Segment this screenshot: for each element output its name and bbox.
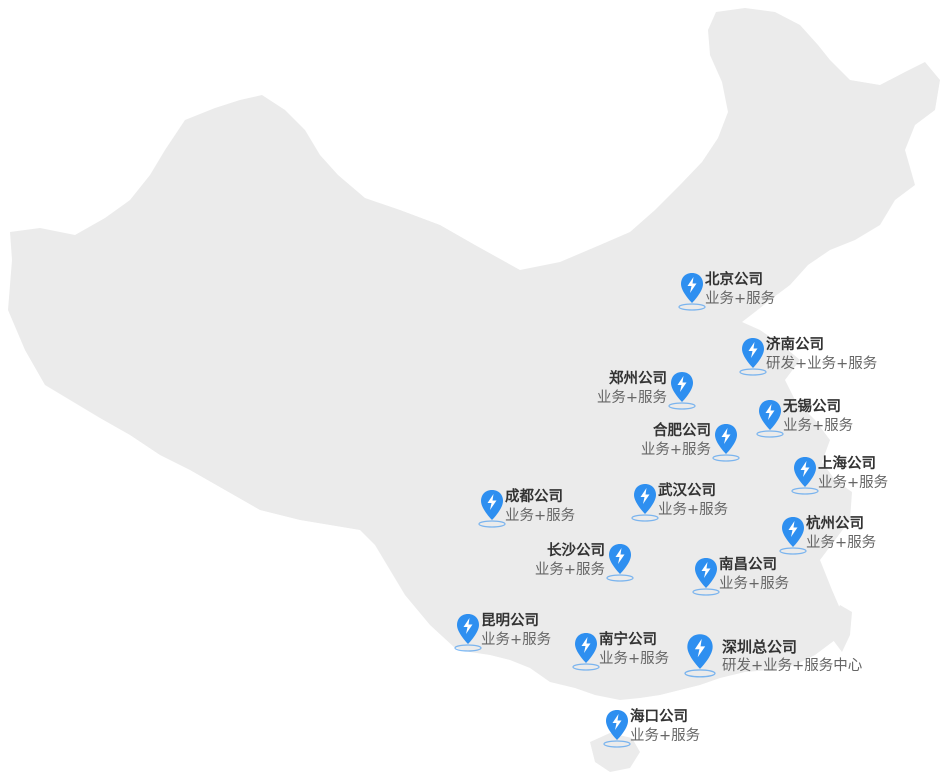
office-services: 业务+服务 bbox=[658, 502, 729, 518]
office-name: 昆明公司 bbox=[481, 613, 539, 629]
office-services: 业务+服务 bbox=[806, 535, 877, 551]
office-name: 杭州公司 bbox=[806, 516, 864, 532]
location-pin-icon bbox=[667, 370, 697, 410]
office-services: 研发+业务+服务中心 bbox=[722, 658, 863, 674]
location-pin-icon bbox=[711, 422, 741, 462]
office-name: 武汉公司 bbox=[658, 483, 716, 499]
office-name: 海口公司 bbox=[630, 709, 688, 725]
office-name: 深圳总公司 bbox=[722, 638, 798, 656]
location-pin-icon bbox=[755, 398, 785, 438]
office-services: 业务+服务 bbox=[783, 418, 854, 434]
office-name: 南宁公司 bbox=[599, 632, 657, 648]
office-services: 业务+服务 bbox=[818, 475, 889, 491]
office-name: 郑州公司 bbox=[609, 371, 667, 387]
office-name: 无锡公司 bbox=[783, 399, 841, 415]
location-pin-icon bbox=[778, 515, 808, 555]
location-pin-icon bbox=[677, 271, 707, 311]
office-services: 业务+服务 bbox=[705, 291, 776, 307]
office-services: 业务+服务 bbox=[534, 562, 605, 578]
office-services: 业务+服务 bbox=[640, 442, 711, 458]
office-services: 业务+服务 bbox=[599, 651, 670, 667]
office-services: 业务+服务 bbox=[481, 632, 552, 648]
location-pin-icon bbox=[682, 632, 718, 678]
office-services: 研发+业务+服务 bbox=[766, 356, 878, 372]
taiwan-shape bbox=[832, 605, 852, 652]
location-pin-icon bbox=[630, 482, 660, 522]
office-services: 业务+服务 bbox=[719, 576, 790, 592]
office-name: 北京公司 bbox=[705, 272, 763, 288]
office-hefei[interactable]: 合肥公司业务+服务 bbox=[628, 422, 741, 466]
office-name: 济南公司 bbox=[766, 337, 824, 353]
office-services: 业务+服务 bbox=[505, 508, 576, 524]
location-pin-icon bbox=[477, 488, 507, 528]
office-zhengzhou[interactable]: 郑州公司业务+服务 bbox=[585, 370, 697, 414]
location-pin-icon bbox=[738, 336, 768, 376]
location-pin-icon bbox=[602, 708, 632, 748]
location-pin-icon bbox=[605, 542, 635, 582]
office-changsha[interactable]: 长沙公司业务+服务 bbox=[522, 542, 635, 586]
office-services: 业务+服务 bbox=[630, 728, 701, 744]
location-pin-icon bbox=[453, 612, 483, 652]
office-name: 成都公司 bbox=[505, 489, 563, 505]
location-pin-icon bbox=[571, 631, 601, 671]
office-services: 业务+服务 bbox=[596, 390, 667, 406]
location-pin-icon bbox=[691, 556, 721, 596]
office-name: 南昌公司 bbox=[719, 557, 777, 573]
mainland-shape bbox=[8, 8, 940, 700]
office-name: 上海公司 bbox=[818, 456, 876, 472]
office-name: 长沙公司 bbox=[547, 543, 605, 559]
location-pin-icon bbox=[790, 455, 820, 495]
office-name: 合肥公司 bbox=[653, 423, 711, 439]
